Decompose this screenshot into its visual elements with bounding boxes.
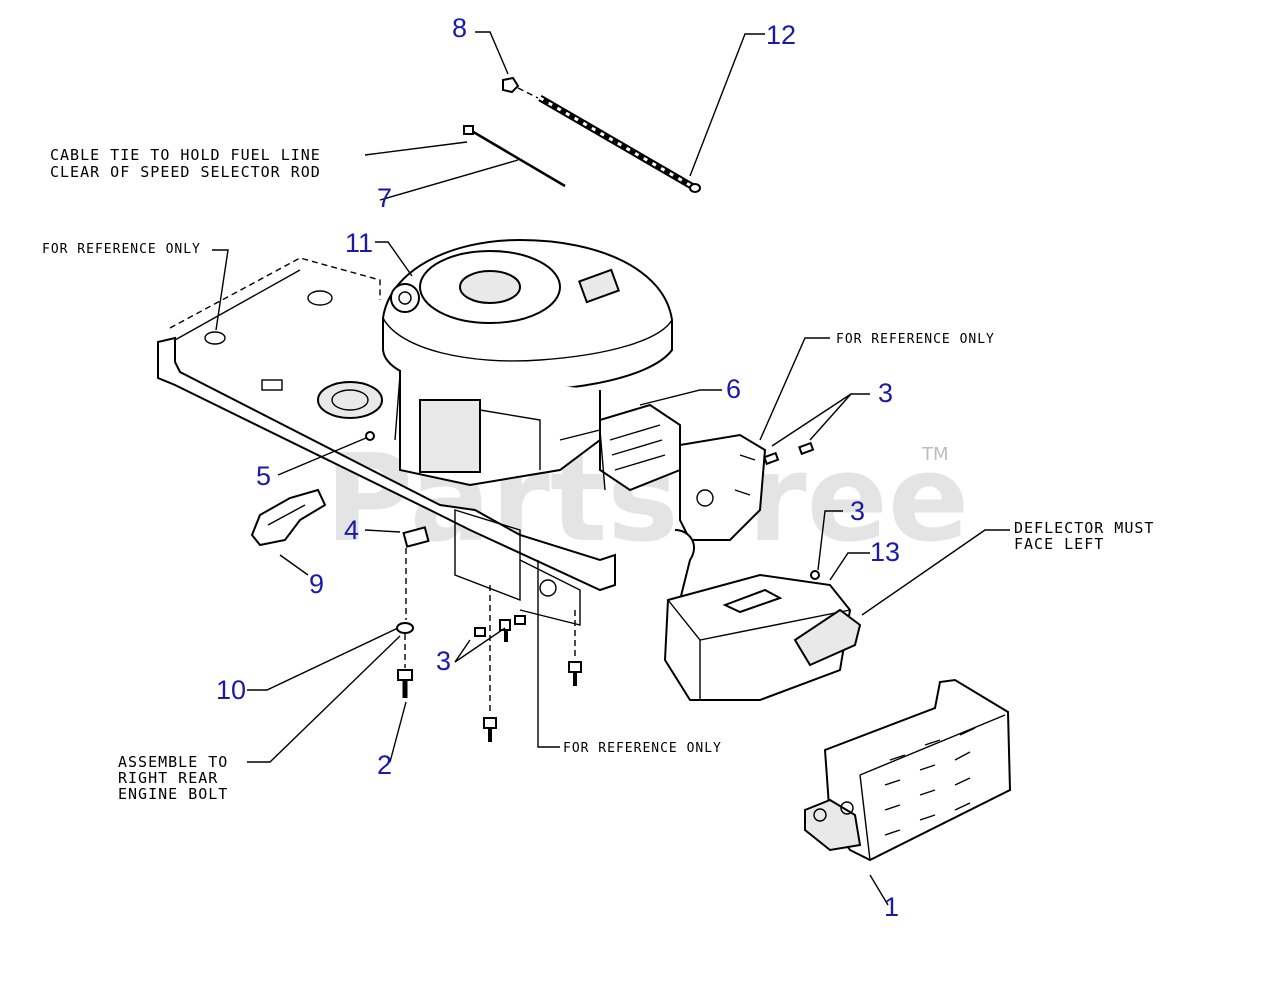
callout-1: 1	[884, 892, 899, 922]
note-reference-bracket: FOR REFERENCE ONLY	[836, 332, 995, 347]
leader-lines	[212, 31, 1010, 906]
callout-2: 2	[377, 750, 392, 780]
muffler-part	[663, 529, 862, 701]
note-deflector-line2: FACE LEFT	[1014, 535, 1104, 553]
note-cable-tie-line1: CABLE TIE TO HOLD FUEL LINE	[50, 146, 321, 164]
callout-13: 13	[870, 537, 900, 567]
engine-bolt-part	[397, 669, 413, 698]
callout-12: 12	[766, 20, 796, 50]
muffler-guard-part	[804, 678, 1012, 862]
spacer-part	[402, 526, 430, 620]
note-deflector-line1: DEFLECTOR MUST	[1014, 519, 1154, 537]
hex-nut-part	[502, 76, 539, 99]
callout-3-bracket: 3	[878, 378, 893, 408]
note-reference-bottom: FOR REFERENCE ONLY	[563, 741, 722, 756]
note-cable-tie-line2: CLEAR OF SPEED SELECTOR ROD	[50, 163, 321, 181]
callout-3-lower: 3	[436, 646, 451, 676]
frame-reference	[157, 257, 616, 592]
note-assemble-line2: RIGHT REAR	[118, 769, 218, 787]
lower-bolts	[474, 585, 582, 742]
note-reference-frame: FOR REFERENCE ONLY	[42, 242, 201, 257]
callout-10: 10	[216, 675, 246, 705]
note-assemble-line1: ASSEMBLE TO	[118, 753, 228, 771]
callout-11: 11	[345, 228, 373, 258]
note-assemble-line3: ENGINE BOLT	[118, 785, 228, 803]
washer-part	[396, 622, 414, 668]
heat-shield-part	[250, 488, 327, 547]
cable-tie-part	[463, 125, 566, 188]
bolt-pair-upper	[763, 441, 815, 466]
callout-6: 6	[726, 374, 741, 404]
callout-8: 8	[452, 13, 467, 43]
engine-bracket-reference	[454, 433, 767, 626]
speed-selector-rod	[538, 94, 701, 193]
callout-4: 4	[344, 515, 359, 545]
callout-7: 7	[377, 183, 392, 213]
callout-9: 9	[309, 569, 324, 599]
callout-3-muffler: 3	[850, 496, 865, 526]
callout-5: 5	[256, 461, 271, 491]
watermark-trademark: TM	[921, 444, 949, 465]
